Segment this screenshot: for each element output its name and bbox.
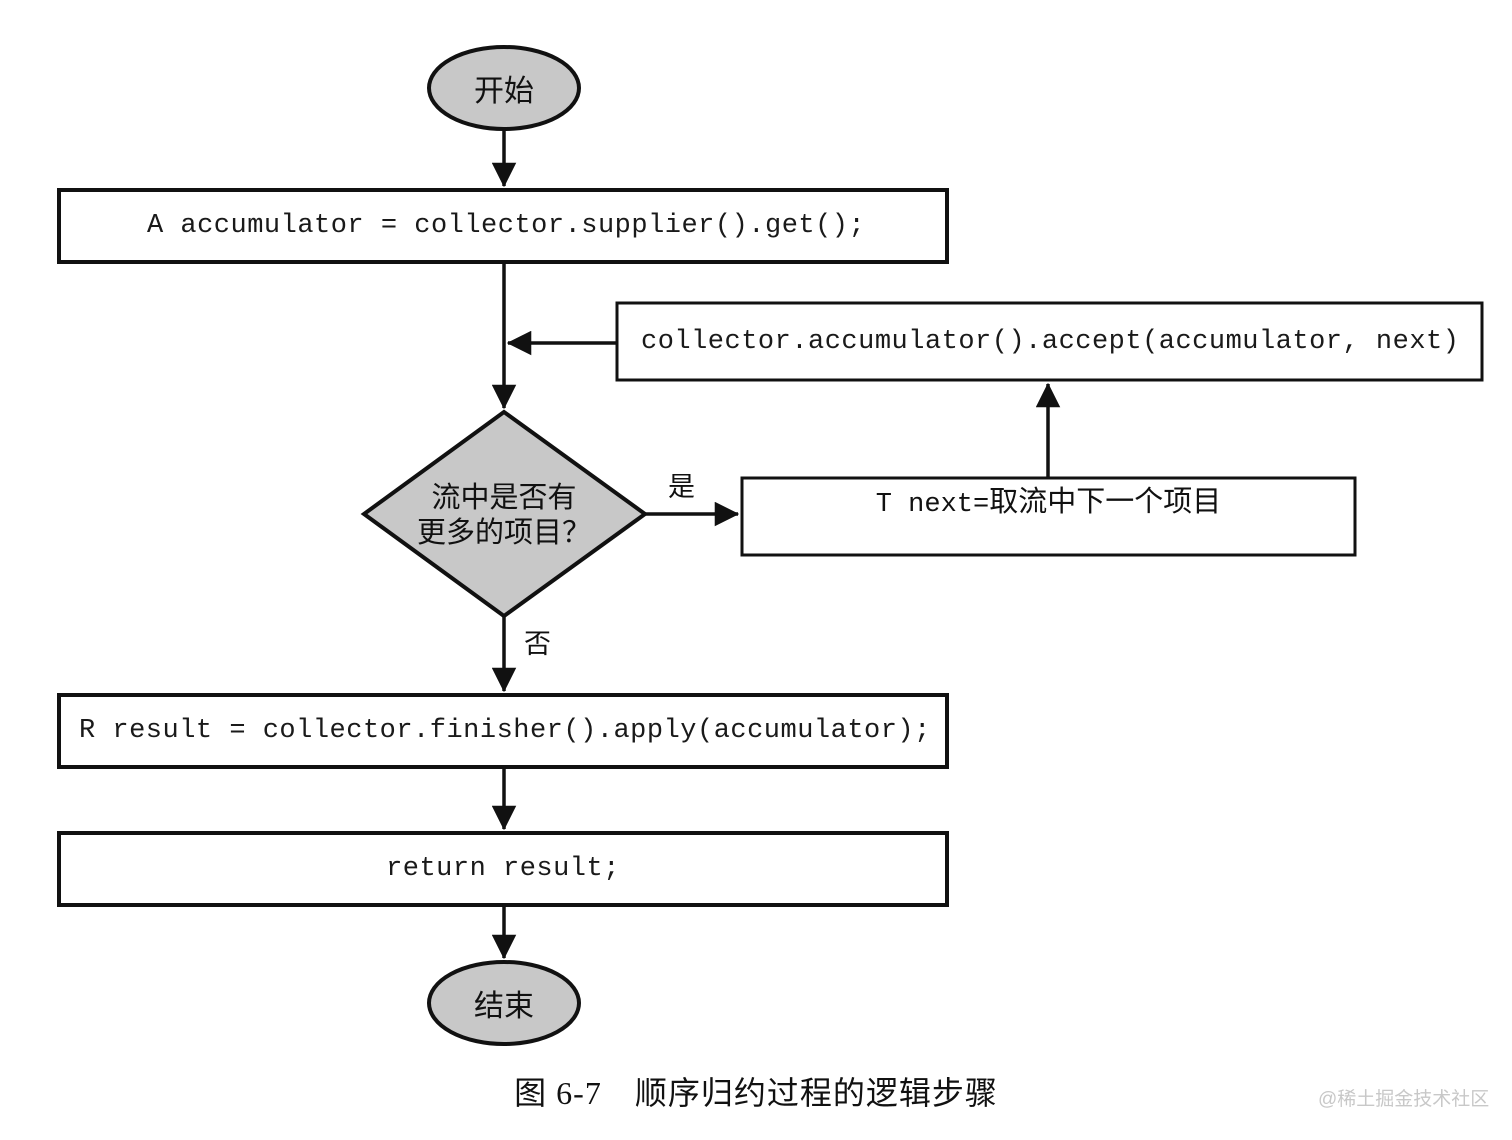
node-supplier-shape [57, 188, 949, 264]
figure-caption: 图 6-7 顺序归约过程的逻辑步骤 [514, 1075, 998, 1111]
node-decision-shape [360, 409, 649, 619]
node-end-shape [427, 960, 581, 1046]
watermark-label: @稀土掘金技术社区 [1318, 1089, 1490, 1110]
node-accumulate-shape [615, 301, 1484, 382]
edge-label-no: 否 [524, 629, 551, 659]
node-start-shape [427, 45, 581, 131]
node-finisher-shape [57, 693, 949, 769]
node-return-shape [57, 831, 949, 907]
edge-label-yes: 是 [668, 472, 695, 502]
node-next-item-shape [740, 476, 1357, 557]
